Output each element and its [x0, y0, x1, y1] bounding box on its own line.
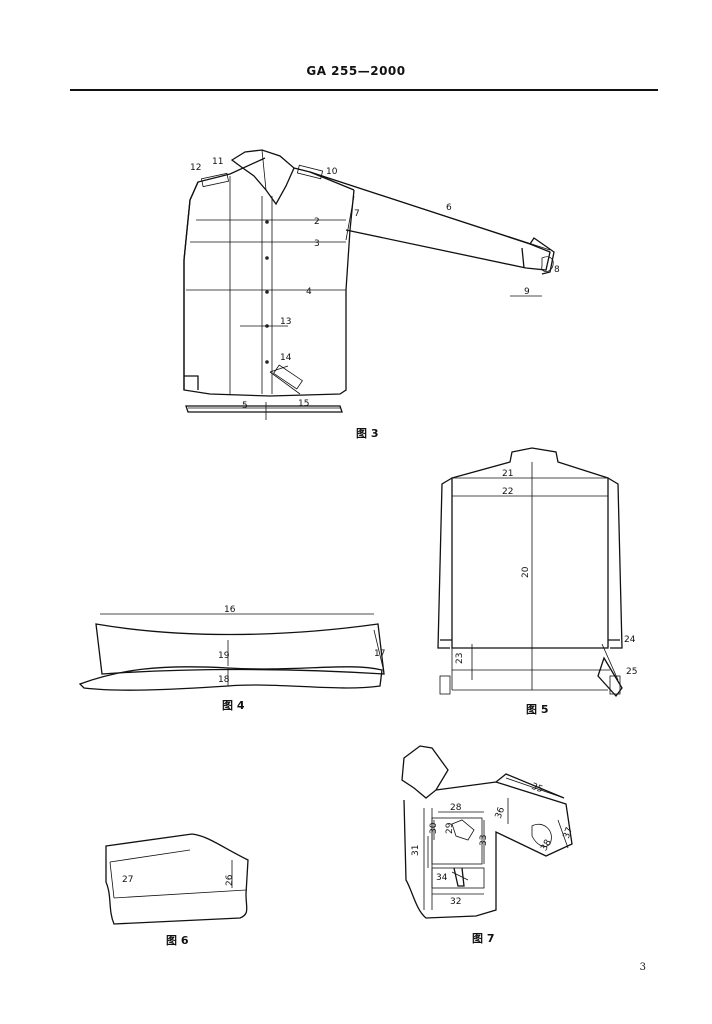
dim-label-22: 22 [502, 487, 513, 497]
dim-label-30: 30 [429, 822, 439, 834]
dim-label-33: 33 [479, 835, 489, 846]
dim-label-9: 9 [524, 287, 530, 297]
dim-label-10: 10 [326, 167, 338, 177]
dim-label-21: 21 [502, 469, 513, 479]
dim-label-23: 23 [455, 653, 465, 664]
dim-label-6: 6 [446, 203, 452, 213]
figure-4-caption: 图 4 [222, 699, 245, 712]
dim-label-20: 20 [521, 566, 531, 578]
dim-label-31: 31 [411, 845, 421, 856]
dim-label-34: 34 [436, 873, 448, 883]
dim-label-38: 38 [539, 838, 554, 853]
figure-6-drawing: 27 26 [105, 833, 249, 925]
figure-7-drawing: 28 29 30 31 32 33 34 35 36 37 38 [401, 745, 575, 919]
figure-6-caption: 图 6 [166, 934, 189, 947]
dim-label-25: 25 [626, 667, 637, 677]
dim-label-17: 17 [374, 649, 385, 659]
dim-label-7: 7 [354, 209, 360, 219]
dim-label-3: 3 [314, 239, 320, 249]
dim-label-4: 4 [306, 287, 312, 297]
dim-label-15: 15 [298, 399, 309, 409]
figure-5-caption: 图 5 [526, 703, 549, 716]
dim-label-37: 37 [562, 826, 575, 840]
dim-label-35: 35 [530, 782, 544, 795]
dim-label-19: 19 [218, 651, 230, 661]
figure-7-pocket-detail: 28 29 30 31 32 33 34 35 36 37 38 [396, 740, 586, 922]
figure-3-shirt-front: 2 3 4 5 6 7 8 9 10 11 12 13 14 15 [170, 140, 570, 420]
figure-4-drawing: 16 17 18 19 [78, 605, 385, 691]
page-number: 3 [639, 962, 646, 973]
dim-label-12: 12 [190, 163, 201, 173]
figure-6-hem-detail: 27 26 [100, 826, 260, 925]
dim-label-16: 16 [224, 605, 236, 615]
dim-label-26: 26 [225, 874, 235, 886]
figure-4-collar: 16 17 18 19 [78, 600, 388, 695]
dim-label-27: 27 [122, 875, 133, 885]
dim-label-13: 13 [280, 317, 291, 327]
figure-3-drawing: 2 3 4 5 6 7 8 9 10 11 12 13 14 15 [183, 149, 560, 420]
dim-label-14: 14 [280, 353, 292, 363]
dim-label-24: 24 [624, 635, 636, 645]
dim-label-2: 2 [314, 217, 320, 227]
figure-3-caption: 图 3 [356, 427, 379, 440]
standard-header: GA 255—2000 [306, 64, 406, 78]
dim-label-29: 29 [445, 822, 455, 834]
figure-5-shirt-back: 21 22 20 23 24 25 [432, 444, 642, 702]
dim-label-5: 5 [242, 401, 248, 411]
dim-label-36: 36 [494, 806, 507, 820]
dim-label-11: 11 [212, 157, 223, 167]
dim-label-32: 32 [450, 897, 461, 907]
dim-label-8: 8 [554, 265, 560, 275]
figure-7-caption: 图 7 [472, 932, 495, 945]
dim-label-28: 28 [450, 803, 462, 813]
figure-5-drawing: 21 22 20 23 24 25 [437, 447, 637, 698]
header-rule [70, 89, 658, 91]
dim-label-18: 18 [218, 675, 230, 685]
